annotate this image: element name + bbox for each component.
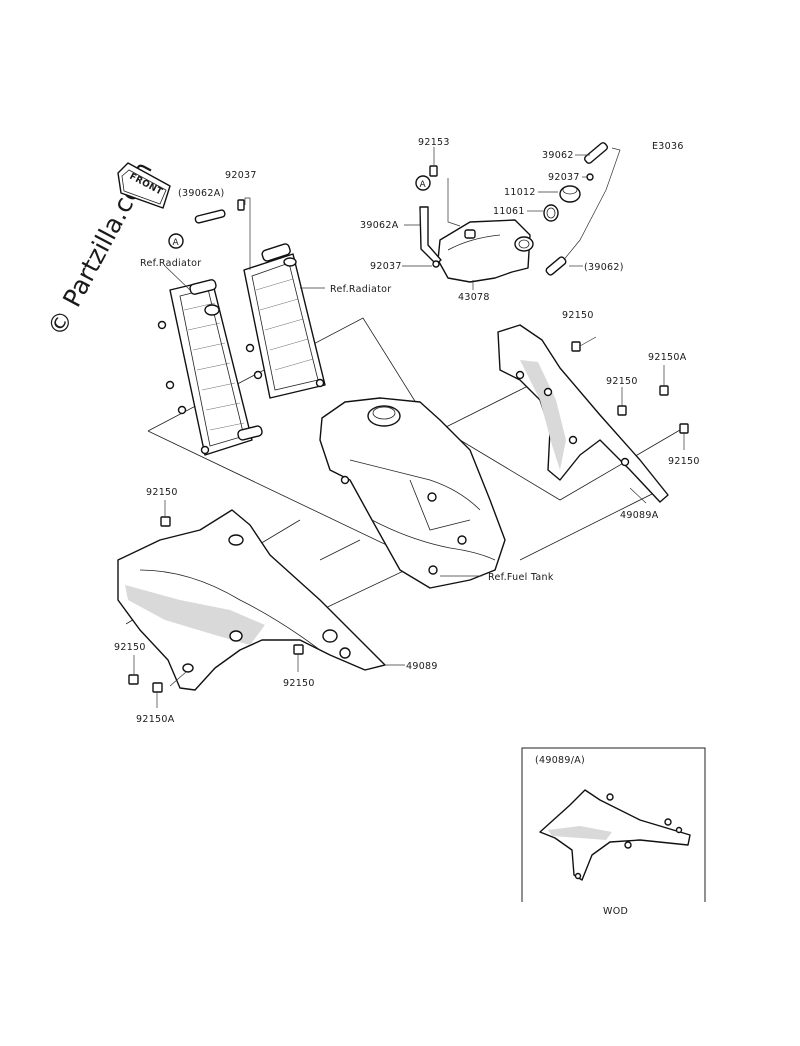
label-92037-cap: 92037: [548, 172, 580, 183]
shroud-49089: [117, 509, 386, 691]
label-92150-top: 92150: [562, 310, 594, 321]
label-92150-bc: 92150: [283, 678, 315, 689]
leader-lines: [133, 147, 685, 708]
bolt-92150A-right: [659, 385, 669, 396]
bolt-92150-left: [160, 516, 171, 527]
diagram-code: E3036: [652, 141, 684, 152]
hose-39062: [545, 142, 621, 276]
right-radiator: [243, 243, 326, 399]
label-43078: 43078: [458, 292, 490, 303]
reservoir-tank: [419, 206, 534, 283]
circle-a-marker-2: A: [415, 175, 431, 191]
front-arrow-icon: FRONT: [117, 162, 171, 209]
label-92150-bl: 92150: [114, 642, 146, 653]
left-radiator: [157, 279, 263, 456]
label-39062: 39062: [542, 150, 574, 161]
label-92153: 92153: [418, 137, 450, 148]
label-49089A: 49089A: [620, 510, 659, 521]
hose-39062A-ref: [194, 209, 226, 224]
reservoir-cap: [559, 185, 581, 203]
label-49089: 49089: [406, 661, 438, 672]
label-92150-left: 92150: [146, 487, 178, 498]
label-92037-top: 92037: [225, 170, 257, 181]
clip-92037-res: [432, 260, 440, 268]
reference-lines: [125, 317, 681, 625]
clip-92037-top: [237, 199, 245, 211]
bolt-92150-right: [679, 423, 689, 434]
svg-text:A: A: [173, 238, 180, 248]
label-ref-radiator-left: Ref.Radiator: [140, 258, 201, 269]
label-92037-res: 92037: [370, 261, 402, 272]
bolt-92150-bl: [128, 674, 139, 685]
label-ref-radiator-right: Ref.Radiator: [330, 284, 391, 295]
label-39062A-ref: (39062A): [178, 188, 225, 199]
cap-seal: [543, 204, 559, 222]
inset-caption: WOD: [603, 906, 628, 917]
inset-panel: (49089/A) WOD: [521, 747, 706, 917]
label-92150A-bl: 92150A: [136, 714, 175, 725]
label-ref-fuel-tank: Ref.Fuel Tank: [488, 572, 554, 583]
svg-text:A: A: [420, 180, 427, 190]
circle-a-marker-1: A: [168, 233, 184, 249]
bolt-92150A-bl: [152, 682, 163, 693]
label-92150-right: 92150: [668, 456, 700, 467]
shroud-49089A: [497, 324, 669, 503]
fuel-tank: [319, 397, 506, 589]
bolt-92150-top: [571, 341, 581, 352]
inset-shroud: [539, 789, 691, 881]
bolt-92150-mid: [617, 405, 627, 416]
bolt-92153: [429, 165, 438, 177]
label-92150A-right: 92150A: [648, 352, 687, 363]
label-11061: 11061: [493, 206, 525, 217]
label-39062A: 39062A: [360, 220, 399, 231]
bolt-92150-bc: [293, 644, 304, 655]
label-92150-mid: 92150: [606, 376, 638, 387]
inset-title: (49089/A): [535, 755, 585, 766]
label-11012: 11012: [504, 187, 536, 198]
label-39062-ref: (39062): [584, 262, 624, 273]
